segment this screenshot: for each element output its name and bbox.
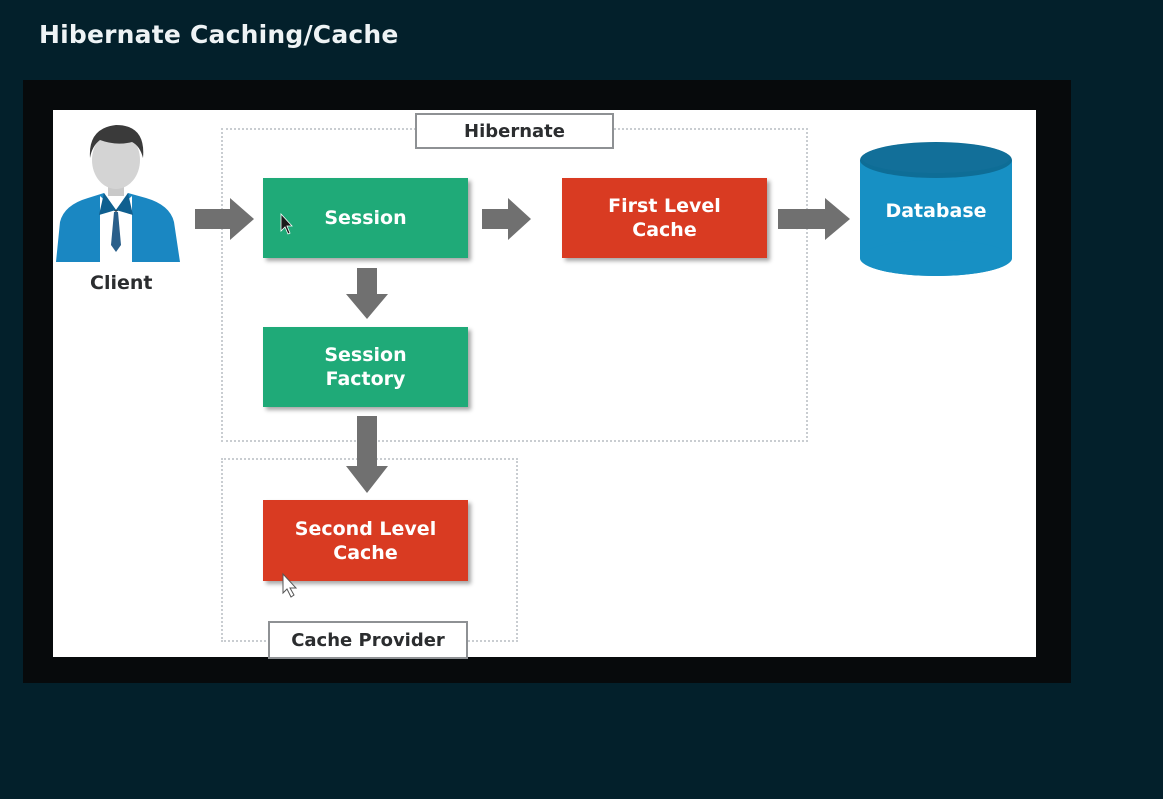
arrow-session-factory-to-second-level-cache (346, 416, 388, 493)
arrow-first-level-cache-to-database (778, 198, 850, 240)
page-title: Hibernate Caching/Cache (39, 20, 399, 49)
database-cylinder (860, 142, 1012, 276)
client-person-icon (56, 125, 180, 262)
mouse-cursor-icon-secondary (282, 572, 298, 598)
client-label: Client (90, 272, 153, 294)
arrow-session-to-session-factory (346, 268, 388, 319)
database-label: Database (885, 200, 987, 222)
arrow-client-to-session (195, 198, 254, 240)
second-level-cache-box: Second Level Cache (263, 500, 468, 581)
arrows (195, 198, 850, 493)
mouse-cursor-icon (280, 212, 293, 235)
session-box: Session (263, 178, 468, 258)
hibernate-tag: Hibernate (415, 113, 614, 149)
arrow-session-to-first-level-cache (482, 198, 531, 240)
cache-provider-tag: Cache Provider (268, 621, 468, 659)
session-factory-box: Session Factory (263, 327, 468, 407)
first-level-cache-box: First Level Cache (562, 178, 767, 258)
